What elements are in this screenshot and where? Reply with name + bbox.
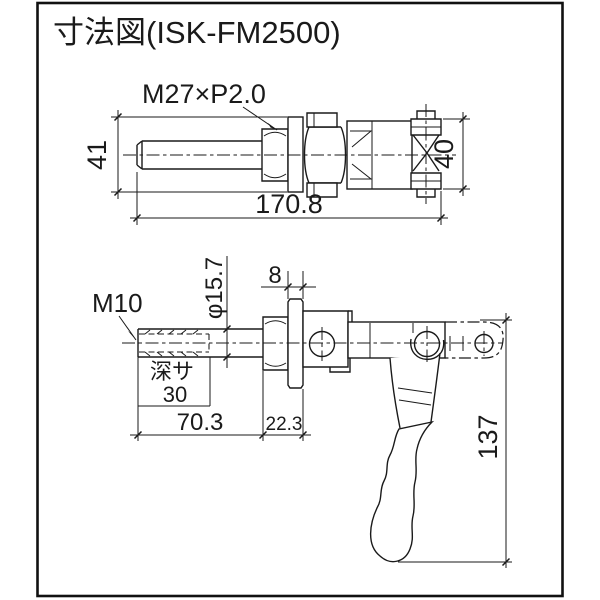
thread-depth-note: 深サ 30: [137, 357, 211, 407]
dim-22.3-label: 22.3: [266, 414, 303, 435]
drawing-frame: [36, 1, 564, 598]
dim-40-label: 40: [429, 139, 459, 169]
page-title: 寸法図(ISK-FM2500): [53, 15, 341, 50]
housing-block: [346, 120, 413, 190]
depth-value: 30: [163, 382, 187, 407]
dimension-lengths: 70.3 22.3: [130, 371, 311, 441]
dim-8-label: 8: [268, 262, 281, 289]
dimension-handle-height: 137: [398, 313, 512, 568]
handle-grip: [369, 420, 435, 563]
label-thread-m27: M27×P2.0: [142, 79, 278, 131]
roller-top: [410, 110, 442, 136]
dim-41-label: 41: [82, 140, 112, 170]
dimension-overall-length: 170.8: [130, 172, 448, 225]
dimension-flange-od: 41: [82, 110, 287, 199]
depth-label: 深サ: [150, 359, 194, 384]
mounting-brackets: [306, 112, 338, 198]
dim-dia-label: φ15.7: [201, 257, 228, 319]
dim-137-label: 137: [473, 414, 503, 459]
dimension-rod-diameter: φ15.7: [201, 256, 232, 368]
shank-rod: [137, 328, 263, 358]
thread-m27-text: M27×P2.0: [142, 79, 266, 109]
top-view: 41 40 170.8 M27×P2.0: [82, 79, 470, 225]
thread-m10-text: M10: [92, 288, 143, 318]
dimension-flange-width: 8: [261, 262, 316, 299]
roller-yoke: [412, 134, 440, 172]
hole-centerlines: [321, 326, 485, 362]
bottom-view: M10 φ15.7 8 深サ 30 70.3 22.3: [92, 256, 512, 568]
handle-neck: [389, 352, 441, 429]
label-thread-m10: M10: [92, 288, 143, 341]
dimension-roller-height: 40: [429, 112, 470, 196]
dim-170.8-label: 170.8: [255, 189, 323, 219]
dim-70.3-label: 70.3: [177, 409, 224, 436]
spindle-rod: [136, 140, 262, 170]
